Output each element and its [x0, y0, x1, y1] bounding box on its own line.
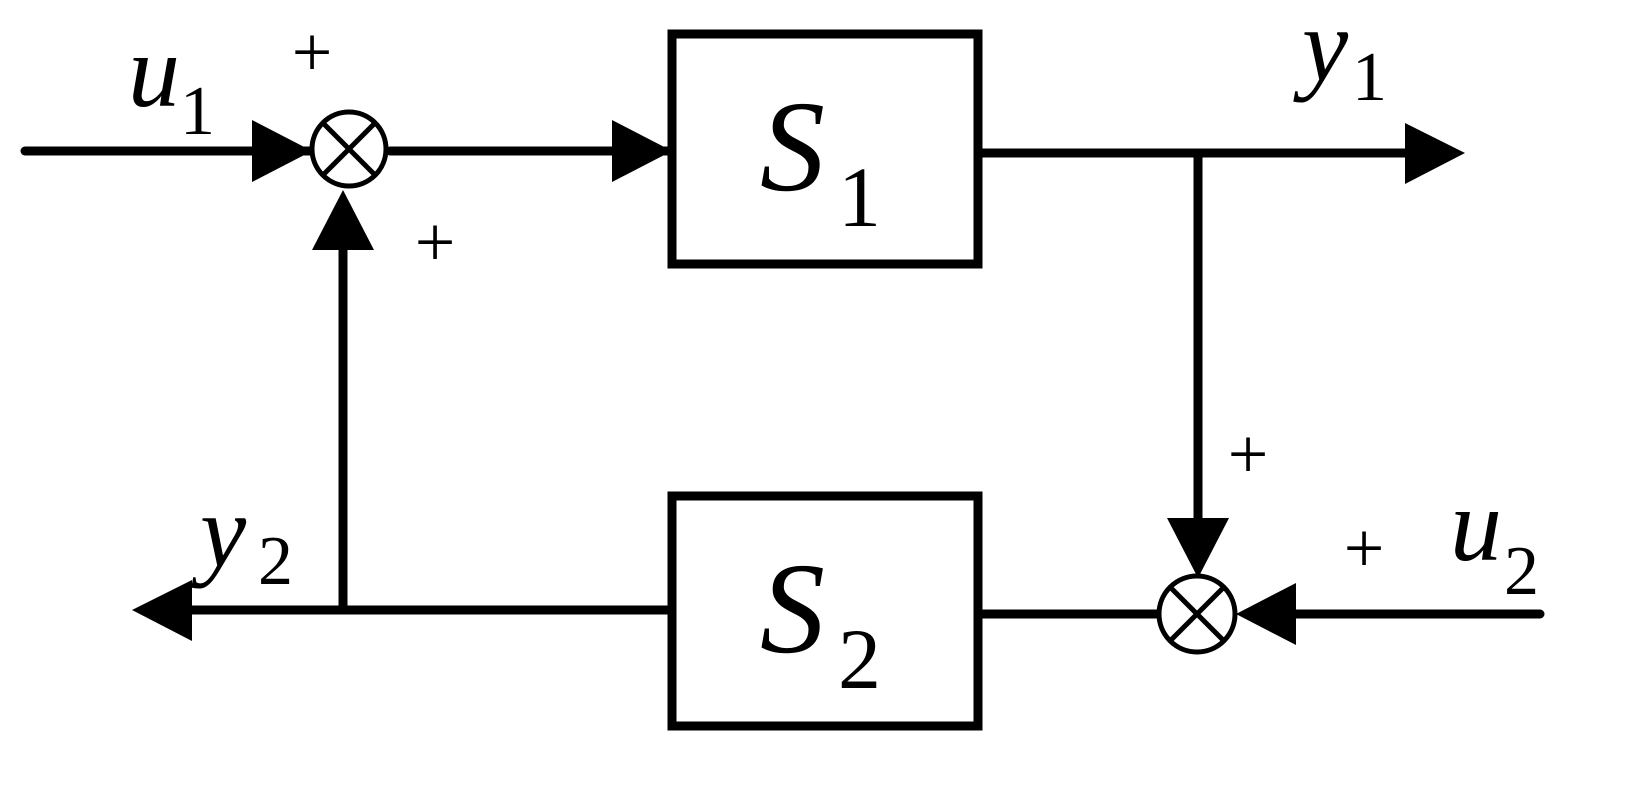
- signal-u1-label: u1: [128, 14, 215, 150]
- sign-top-input: +: [292, 12, 333, 92]
- sign-top-feedback: +: [415, 202, 456, 282]
- u2-arrowhead: [1236, 583, 1296, 645]
- s1-input-arrowhead: [612, 120, 672, 182]
- feedback-top-arrowhead: [312, 190, 374, 250]
- block-s1: [667, 29, 983, 269]
- branch-arrowhead: [1167, 518, 1229, 578]
- y1-arrowhead: [1405, 123, 1465, 184]
- sign-bottom-input: +: [1344, 508, 1385, 588]
- signal-y1-label: y1: [1293, 0, 1387, 116]
- y2-arrowhead: [132, 580, 192, 641]
- signal-u2-label: u2: [1450, 468, 1539, 610]
- summing-junction-bottom: [1156, 573, 1238, 655]
- sign-bottom-feedback: +: [1228, 414, 1269, 494]
- u1-arrowhead: [252, 120, 312, 182]
- summing-junction-top: [309, 109, 389, 189]
- block-s2: [667, 491, 983, 731]
